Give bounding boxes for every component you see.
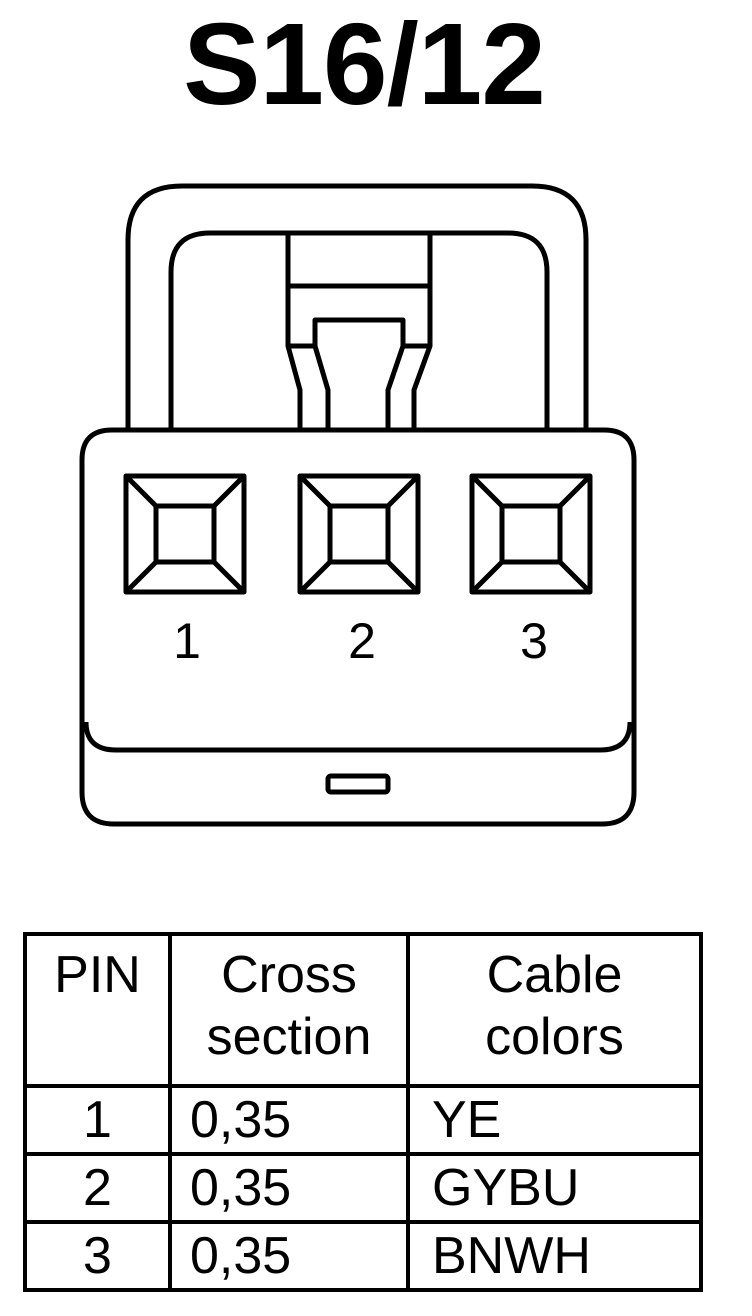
- row-pin: 1: [23, 1084, 172, 1156]
- row-pin: 3: [23, 1220, 172, 1292]
- row-cross-section: 0,35: [168, 1220, 410, 1292]
- connector-title: S16/12: [183, 0, 546, 129]
- header-cable-colors: Cable colors: [406, 932, 703, 1088]
- row-cross-section: 0,35: [168, 1152, 410, 1224]
- pin-table-header: PIN Cross section Cable colors: [23, 932, 703, 1088]
- pin-label-3: 3: [520, 613, 548, 669]
- latch-outer: [125, 183, 589, 432]
- row-cable-color: BNWH: [406, 1220, 703, 1292]
- header-pin: PIN: [23, 932, 172, 1088]
- row-cross-section: 0,35: [168, 1084, 410, 1156]
- table-row: 2 0,35 GYBU: [23, 1152, 703, 1224]
- connector-body: [79, 427, 637, 827]
- pin-label-1: 1: [173, 613, 201, 669]
- pin-table: PIN Cross section Cable colors 1 0,35 YE…: [23, 932, 703, 1292]
- row-cable-color: YE: [406, 1084, 703, 1156]
- table-row: 1 0,35 YE: [23, 1084, 703, 1156]
- key-slot: [325, 773, 391, 795]
- header-cross-section: Cross section: [168, 932, 410, 1088]
- pin-cavity-1: [123, 473, 247, 595]
- latch-inner: [168, 230, 550, 432]
- row-pin: 2: [23, 1152, 172, 1224]
- pin-cavity-3: [469, 473, 593, 595]
- pin-label-2: 2: [348, 613, 376, 669]
- latch-tab: [285, 233, 433, 432]
- pin-cavity-2: [297, 473, 421, 595]
- body-step: [83, 721, 633, 753]
- row-cable-color: GYBU: [406, 1152, 703, 1224]
- table-row: 3 0,35 BNWH: [23, 1220, 703, 1292]
- connector-diagram: 1 2 3: [79, 183, 637, 827]
